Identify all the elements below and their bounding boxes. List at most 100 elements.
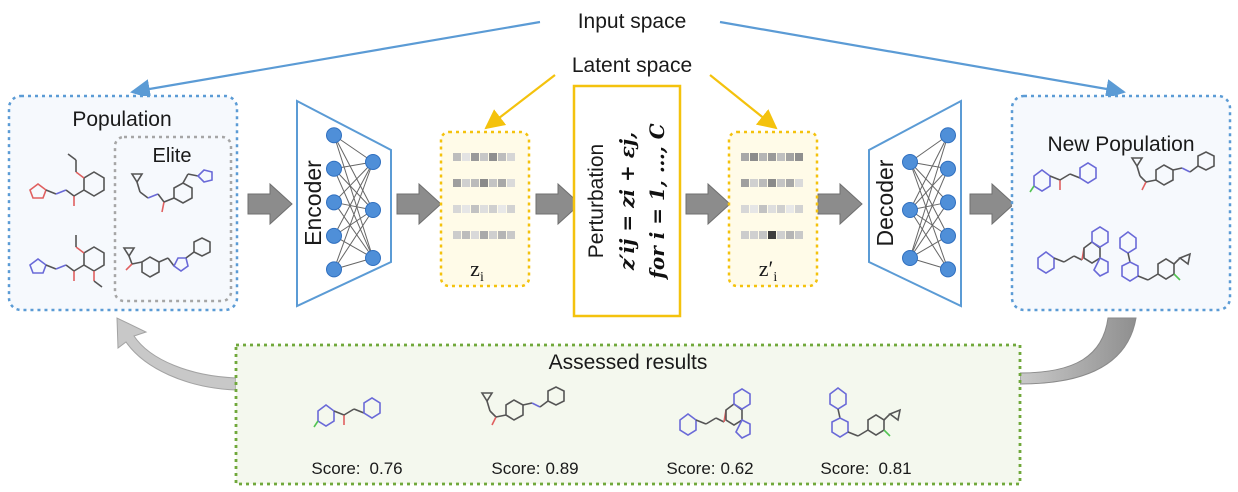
molecule-icon — [29, 153, 105, 206]
network-edge — [909, 209, 949, 270]
latent-cell — [498, 179, 506, 187]
new-population-title: New Population — [1047, 133, 1194, 156]
molecule-icon — [829, 387, 902, 438]
latent-cell — [480, 231, 488, 239]
latent-space-label: Latent space — [572, 54, 692, 77]
latent-cell — [777, 153, 785, 161]
molecule-icon — [313, 397, 381, 428]
latent-cell — [498, 153, 506, 161]
latent-cell — [480, 179, 488, 187]
network-edge — [909, 135, 949, 211]
network-node — [940, 261, 956, 278]
molecule-icon — [1029, 162, 1097, 193]
latent-space-arrow-right — [709, 74, 778, 130]
latent-cell — [453, 153, 461, 161]
latent-cell — [768, 153, 776, 161]
population-title: Population — [72, 108, 171, 131]
network-edge — [909, 135, 949, 259]
latent-cell — [471, 153, 479, 161]
network-edge — [333, 161, 374, 237]
elite-box — [113, 135, 233, 303]
molecule-icon — [679, 388, 751, 439]
score-prefix: Score: — [311, 459, 360, 478]
latent-cell — [795, 231, 803, 239]
molecule-icon — [1130, 151, 1215, 191]
latent-cell — [741, 231, 749, 239]
network-node — [365, 250, 381, 266]
assessed-results-title: Assessed results — [549, 351, 708, 374]
network-edge — [909, 161, 949, 270]
score-prefix: Score: — [820, 459, 869, 478]
curved-arrow-icon — [116, 317, 237, 391]
latent-cell — [741, 179, 749, 187]
latent-cell — [453, 231, 461, 239]
network-edge — [333, 161, 374, 203]
latent-cell — [741, 153, 749, 161]
latent-cell — [471, 205, 479, 213]
zi-label: z — [470, 256, 480, 281]
perturbation-label: Perturbation — [585, 144, 608, 258]
molecule-icon — [480, 386, 565, 426]
latent-space-arrow-left — [484, 74, 556, 130]
latent-cell — [795, 205, 803, 213]
latent-cell — [750, 231, 758, 239]
network-node — [902, 202, 918, 218]
network-edge — [333, 161, 374, 270]
curved-arrow-icon — [1019, 317, 1137, 385]
molecule-icon — [122, 237, 211, 278]
network-node — [365, 154, 381, 170]
input-space-arrow-right — [719, 20, 1126, 99]
score-prefix: Score: — [491, 459, 540, 478]
latent-cell — [741, 205, 749, 213]
network-node — [326, 194, 342, 211]
latent-cell — [768, 205, 776, 213]
latent-cell — [453, 205, 461, 213]
network-node — [902, 154, 918, 170]
z-prime-label: z′ — [759, 256, 774, 281]
latent-cell — [453, 179, 461, 187]
network-node — [940, 194, 956, 211]
network-edge — [909, 168, 949, 259]
new-population-panel: New Population — [1010, 94, 1232, 312]
network-edge — [909, 168, 949, 211]
assessed-results-panel: Assessed results — [234, 343, 1022, 486]
population-panel: Population Elite — [7, 94, 239, 312]
svg-text:zi: zi — [470, 256, 484, 285]
network-edge — [909, 202, 949, 259]
latent-cell — [507, 231, 515, 239]
encoder-label: Encoder — [300, 160, 326, 246]
network-node — [365, 202, 381, 218]
latent-cell — [489, 231, 497, 239]
latent-cell — [768, 231, 776, 239]
network-node — [902, 250, 918, 266]
network-edge — [333, 168, 374, 259]
score-prefix: Score: — [666, 459, 715, 478]
score-label: Score:0.89 — [491, 459, 578, 478]
network-node — [326, 160, 342, 177]
network-edge — [909, 161, 949, 237]
score-label: Score: 0.62 — [666, 459, 753, 478]
network-edge — [333, 209, 374, 270]
z-prime-subscript: i — [773, 270, 777, 285]
molecule-icon — [130, 169, 213, 213]
decoder-label: Decoder — [872, 159, 898, 246]
network-edge — [333, 202, 374, 259]
latent-cell — [480, 153, 488, 161]
score-value: 0.62 — [721, 459, 754, 478]
latent-cell — [750, 153, 758, 161]
network-node — [940, 227, 956, 244]
encoder-network: Encoder — [296, 99, 392, 308]
latent-cell — [786, 179, 794, 187]
gray-block-arrow-icon — [817, 182, 863, 226]
latent-cell — [795, 179, 803, 187]
perturbation-formula-line2: for i = 1, …, C — [645, 123, 669, 280]
gray-block-arrow-icon — [969, 182, 1015, 226]
latent-cell — [786, 231, 794, 239]
latent-cell — [786, 205, 794, 213]
score-value: 0.81 — [879, 459, 912, 478]
network-node — [326, 227, 342, 244]
latent-cell — [750, 205, 758, 213]
latent-cell — [507, 179, 515, 187]
latent-cell — [471, 179, 479, 187]
latent-cell — [489, 179, 497, 187]
